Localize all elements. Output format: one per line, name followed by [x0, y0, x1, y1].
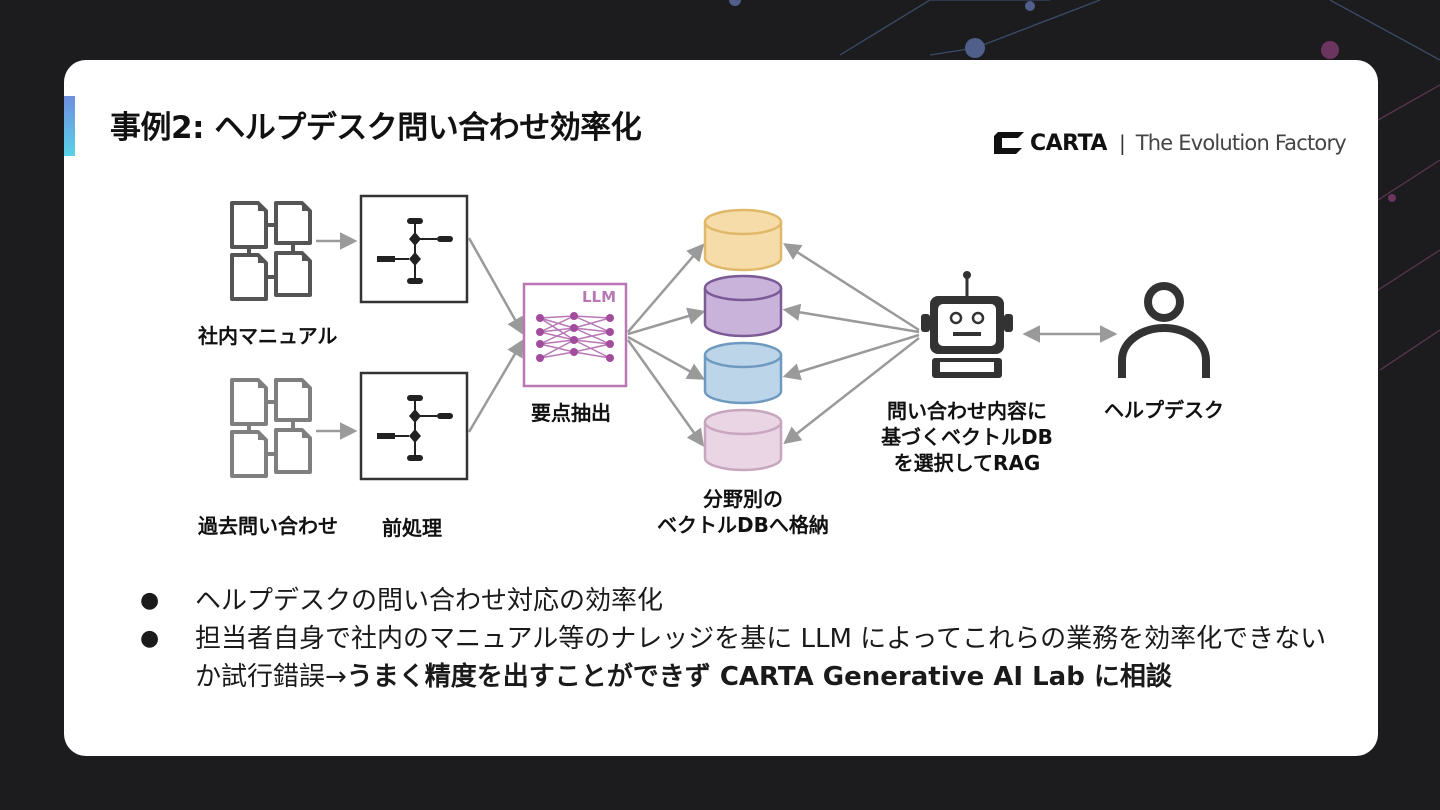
carta-logo: CARTA | The Evolution Factory — [992, 128, 1347, 158]
bullet-item-1: ● ヘルプデスクの問い合わせ対応の効率化 — [140, 582, 1340, 620]
arrow-flow-top-to-llm — [467, 237, 524, 336]
arrow-robot-to-db2 — [782, 303, 920, 334]
manual-docs-icon — [230, 201, 312, 301]
bullet-text-2: 担当者自身で社内のマニュアル等のナレッジを基に LLM によってこれらの業務を効… — [195, 624, 1327, 692]
slide-title: 事例2: ヘルプデスク問い合わせ効率化 — [110, 110, 642, 146]
carta-logo-icon — [994, 132, 1024, 154]
robot-label-line1: 問い合わせ内容に — [887, 399, 1047, 423]
bullet-dot-icon: ● — [140, 626, 160, 651]
arrow-llm-to-db2 — [627, 307, 706, 336]
arrow-flow-bottom-to-llm — [467, 338, 524, 433]
rag-pipeline-diagram: LLM — [197, 194, 1224, 540]
vector-db-4-icon — [703, 408, 783, 472]
llm-network-icon: LLM — [522, 282, 628, 388]
llm-badge: LLM — [582, 288, 616, 306]
arrow-llm-to-db4 — [626, 339, 705, 447]
arrow-robot-to-db1 — [783, 243, 920, 332]
vector-db-1-icon — [703, 208, 783, 272]
arrow-robot-to-db4 — [783, 337, 920, 445]
preprocess-flowchart-icon-bottom — [359, 371, 469, 481]
arrow-robot-to-db3 — [782, 333, 920, 381]
extract-label: 要点抽出 — [531, 401, 611, 425]
robot-icon — [921, 271, 1013, 378]
vector-db-2-icon — [703, 274, 783, 338]
preprocess-flowchart-icon-top — [359, 194, 469, 304]
bullet-list: ● ヘルプデスクの問い合わせ対応の効率化 ● 担当者自身で社内のマニュアル等のナレッ… — [140, 582, 1340, 696]
bullet-item-2: ● 担当者自身で社内のマニュアル等のナレッジを基に LLM によってこれらの業務を… — [140, 620, 1340, 696]
preprocess-label: 前処理 — [382, 516, 442, 540]
title-accent-bar — [64, 96, 75, 156]
bullet-dot-icon: ● — [140, 588, 160, 613]
arrow-llm-to-db1 — [627, 243, 705, 333]
slide-card: 事例2: ヘルプデスク問い合わせ効率化 CARTA | The Evolutio… — [64, 60, 1378, 756]
db-label-line1: 分野別の — [703, 487, 783, 511]
past-inquiry-label: 過去問い合わせ — [198, 514, 338, 538]
manual-label: 社内マニュアル — [197, 324, 337, 348]
vector-db-3-icon — [703, 341, 783, 405]
db-label-line2: ベクトルDBへ格納 — [657, 513, 829, 537]
logo-tagline: The Evolution Factory — [1135, 131, 1347, 155]
logo-separator: | — [1118, 131, 1126, 155]
bullet-text-1: ヘルプデスクの問い合わせ対応の効率化 — [195, 586, 664, 616]
helpdesk-label: ヘルプデスク — [1104, 398, 1224, 422]
arrow-llm-to-db3 — [627, 335, 706, 380]
robot-label-line2: 基づくベクトルDB — [881, 425, 1053, 449]
helpdesk-person-icon — [1118, 282, 1210, 378]
past-inquiry-docs-icon — [230, 378, 312, 478]
robot-label-line3: を選択してRAG — [894, 451, 1041, 475]
logo-name: CARTA — [1030, 130, 1107, 156]
bullet-text-2-bold: うまく精度を出すことができず CARTA Generative AI Lab に… — [346, 662, 1172, 692]
